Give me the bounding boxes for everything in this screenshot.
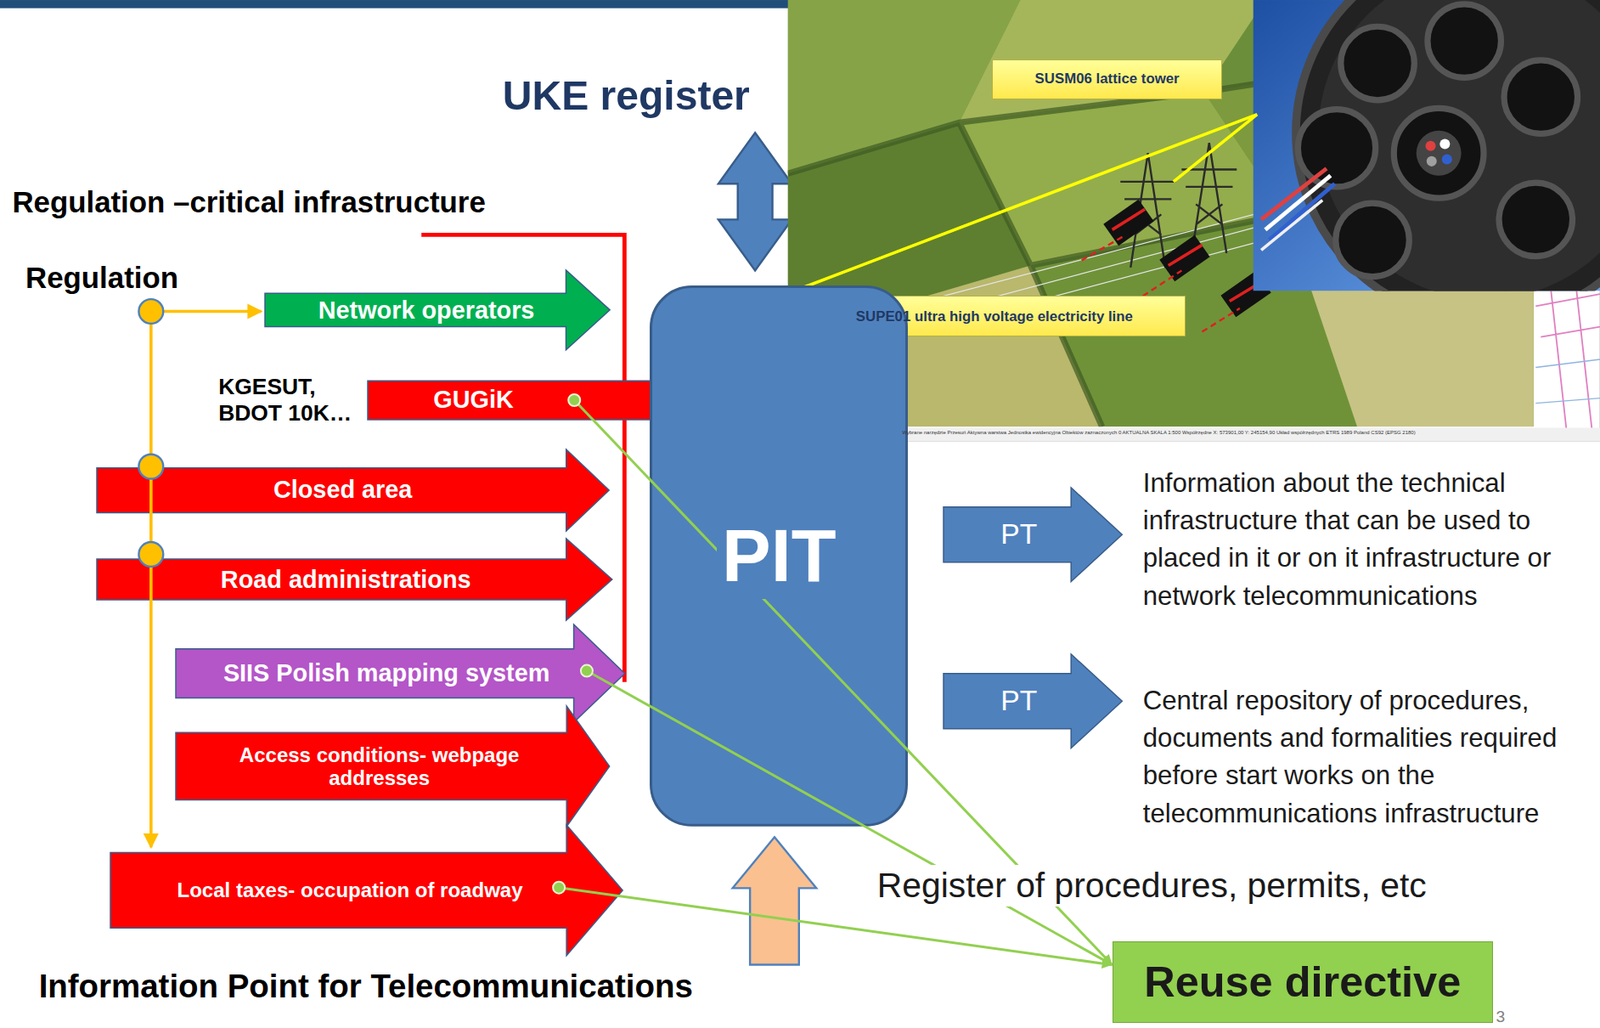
map-status-bar [824,427,1600,441]
connector-dot [568,394,581,406]
junction-dot [138,454,164,479]
section-heading: Regulation –critical infrastructure [11,184,485,220]
reuse-box: Reuse directive [1112,940,1493,1023]
register-title: UKE register [500,71,753,121]
connector-line [558,887,1113,965]
block-arrow: Network operators [264,270,610,350]
fibres [1261,130,1462,251]
node-label: Local taxes- occupation of roadway [177,878,524,902]
node-label: PT [1000,684,1037,718]
pipe [1295,0,1600,291]
connector-line [586,670,1113,965]
description-text: Information about the technical infrastr… [1143,464,1593,615]
arrow-outline [943,653,1122,749]
section-heading: Regulation [25,259,179,296]
register-note: Register of procedures, permits, etc [874,864,1430,907]
node-label: Closed area [273,475,412,504]
arrow-outline [110,824,623,956]
leader-line [780,114,1257,297]
block-arrow: Access conditions- webpage addresses [175,705,610,827]
junction-dot [138,541,164,567]
node-label: PT [1000,518,1037,552]
pit-box: PIT [649,285,908,827]
node-label: SUPE01 ultra high voltage electricity li… [856,308,1133,325]
connector-dot [580,664,593,677]
arrow-outline [175,624,626,722]
map-status-text: Wybrane narzędzie Przesuń Aktywna warstw… [901,429,1416,436]
dataset-note: KGESUT, BDOT 10K… [218,373,372,428]
description-text: Central repository of procedures, docume… [1143,681,1593,833]
block-arrow: Closed area [96,449,609,531]
page-number: 3 [1495,1006,1505,1026]
footer-title: Information Point for Telecommunications [39,966,693,1006]
node-label: Reuse directive [1143,957,1461,1007]
node-label: Access conditions- webpage addresses [225,743,532,790]
junction-dot [138,298,164,324]
pit-outline [651,287,908,826]
node-label: Road administrations [220,565,472,594]
arrow-outline [943,487,1122,582]
block-arrow: Local taxes- occupation of roadway [110,824,623,956]
node-label: SUSM06 lattice tower [1035,70,1180,87]
photo-tag: SUSM06 lattice tower [991,59,1223,100]
map-lines [1535,359,1600,404]
pt-arrow: PT [943,487,1122,582]
arrow-outline [175,705,610,827]
block-arrow: SIIS Polish mapping system [175,624,626,722]
node-label: Network operators [318,296,536,325]
regulation-line [151,309,262,314]
map-lines [1535,290,1600,429]
node-label: GUGiK [433,385,514,414]
node-label: PIT [716,513,842,598]
arrow-outline [96,538,613,620]
pt-arrow: PT [943,653,1122,749]
up-arrow [732,836,817,964]
node-label: SIIS Polish mapping system [223,659,550,688]
arrow-outline [96,449,609,531]
ducts [1297,4,1578,277]
regulation-line [149,310,153,847]
block-arrow: Road administrations [96,538,613,620]
arrow-outline [264,270,610,350]
cable-image [1252,0,1600,291]
connector-line [574,400,1112,965]
connector-dot [552,881,565,894]
double-arrow [718,132,793,271]
